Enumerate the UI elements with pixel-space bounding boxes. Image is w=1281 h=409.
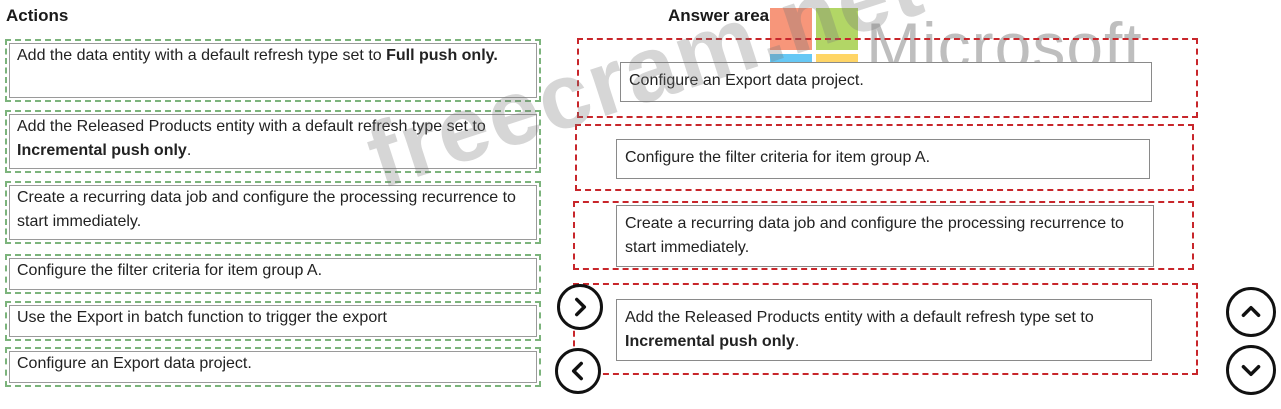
answer-text: Configure an Export data project.: [629, 72, 864, 89]
answer-text: Create a recurring data job and configur…: [625, 215, 1124, 256]
action-item[interactable]: Configure an Export data project.: [5, 347, 541, 387]
answer-item[interactable]: Configure the filter criteria for item g…: [616, 139, 1150, 179]
chevron-down-icon: [1241, 365, 1261, 377]
answer-slot-2[interactable]: [575, 124, 1194, 191]
action-text-bold: Incremental push only: [17, 142, 187, 159]
action-item[interactable]: Add the data entity with a default refre…: [5, 39, 541, 102]
answer-text: Add the Released Products entity with a …: [625, 309, 1094, 326]
action-item[interactable]: Add the Released Products entity with a …: [5, 110, 541, 173]
answer-text-tail: .: [794, 333, 800, 350]
action-text: Use the Export in batch function to trig…: [17, 309, 387, 326]
action-item[interactable]: Use the Export in batch function to trig…: [5, 301, 541, 341]
answer-item[interactable]: Create a recurring data job and configur…: [616, 205, 1154, 267]
move-down-button[interactable]: [1226, 345, 1276, 395]
answer-item[interactable]: Add the Released Products entity with a …: [616, 299, 1152, 361]
move-up-button[interactable]: [1226, 287, 1276, 337]
action-item[interactable]: Configure the filter criteria for item g…: [5, 254, 541, 294]
action-text: Configure an Export data project.: [17, 355, 252, 372]
chevron-up-icon: [1241, 305, 1261, 317]
chevron-left-icon: [571, 361, 583, 381]
chevron-right-icon: [575, 297, 587, 317]
action-text-tail: .: [186, 142, 192, 159]
move-right-button[interactable]: [557, 284, 603, 330]
action-item[interactable]: Create a recurring data job and configur…: [5, 181, 541, 244]
answer-slot-3[interactable]: [573, 201, 1194, 270]
answer-area-heading: Answer area: [668, 6, 770, 25]
action-text: Create a recurring data job and configur…: [17, 189, 516, 230]
action-text-bold: Full push only.: [386, 47, 498, 64]
action-text: Configure the filter criteria for item g…: [17, 262, 323, 279]
answer-slot-1[interactable]: [577, 38, 1198, 118]
action-text: Add the Released Products entity with a …: [17, 118, 486, 135]
answer-item[interactable]: Configure an Export data project.: [620, 62, 1152, 102]
actions-heading: Actions: [6, 6, 69, 25]
action-text: Add the data entity with a default refre…: [17, 47, 387, 64]
move-left-button[interactable]: [555, 348, 601, 394]
answer-text-bold: Incremental push only: [625, 333, 795, 350]
answer-text: Configure the filter criteria for item g…: [625, 149, 931, 166]
